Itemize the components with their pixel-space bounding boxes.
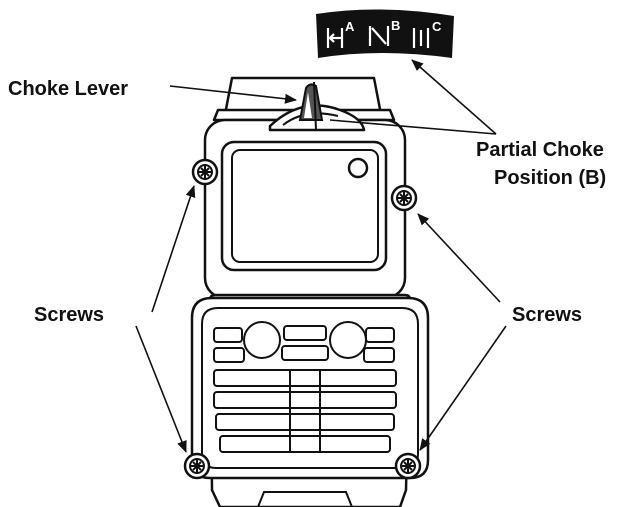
leader-lines [135, 59, 507, 453]
screws-right-label: Screws [512, 304, 582, 326]
screws-left-label: Screws [34, 304, 104, 326]
screw-bottom-left [183, 452, 211, 480]
screw-top-left [191, 158, 219, 186]
upper-housing [203, 76, 407, 300]
partial-choke-label-line1: Partial Choke [476, 139, 604, 161]
choke-symbol-a [326, 28, 344, 48]
grille [213, 369, 397, 453]
choke-position-c: C [432, 19, 442, 34]
partial-choke-line [329, 119, 497, 135]
lower-housing [190, 293, 430, 507]
choke-lever-arrow [169, 85, 297, 104]
choke-lever-label: Choke Lever [8, 78, 128, 100]
choke-position-b: B [391, 18, 400, 33]
screw-top-right [390, 184, 418, 212]
choke-lever [298, 81, 324, 131]
choke-symbol-b [368, 26, 390, 46]
screws-right-arrow-down [419, 325, 507, 451]
choke-symbol-c [412, 28, 430, 48]
partial-choke-label-line2: Position (B) [494, 167, 606, 189]
partial-choke-arrow [411, 59, 497, 135]
choke-position-a: A [345, 19, 355, 34]
screw-bottom-right [394, 452, 422, 480]
screws-right-arrow-up [417, 213, 501, 303]
screws-left-arrow-up [151, 185, 196, 313]
screws-left-arrow-down [135, 325, 187, 453]
choke-position-badge: A B C [316, 9, 454, 59]
